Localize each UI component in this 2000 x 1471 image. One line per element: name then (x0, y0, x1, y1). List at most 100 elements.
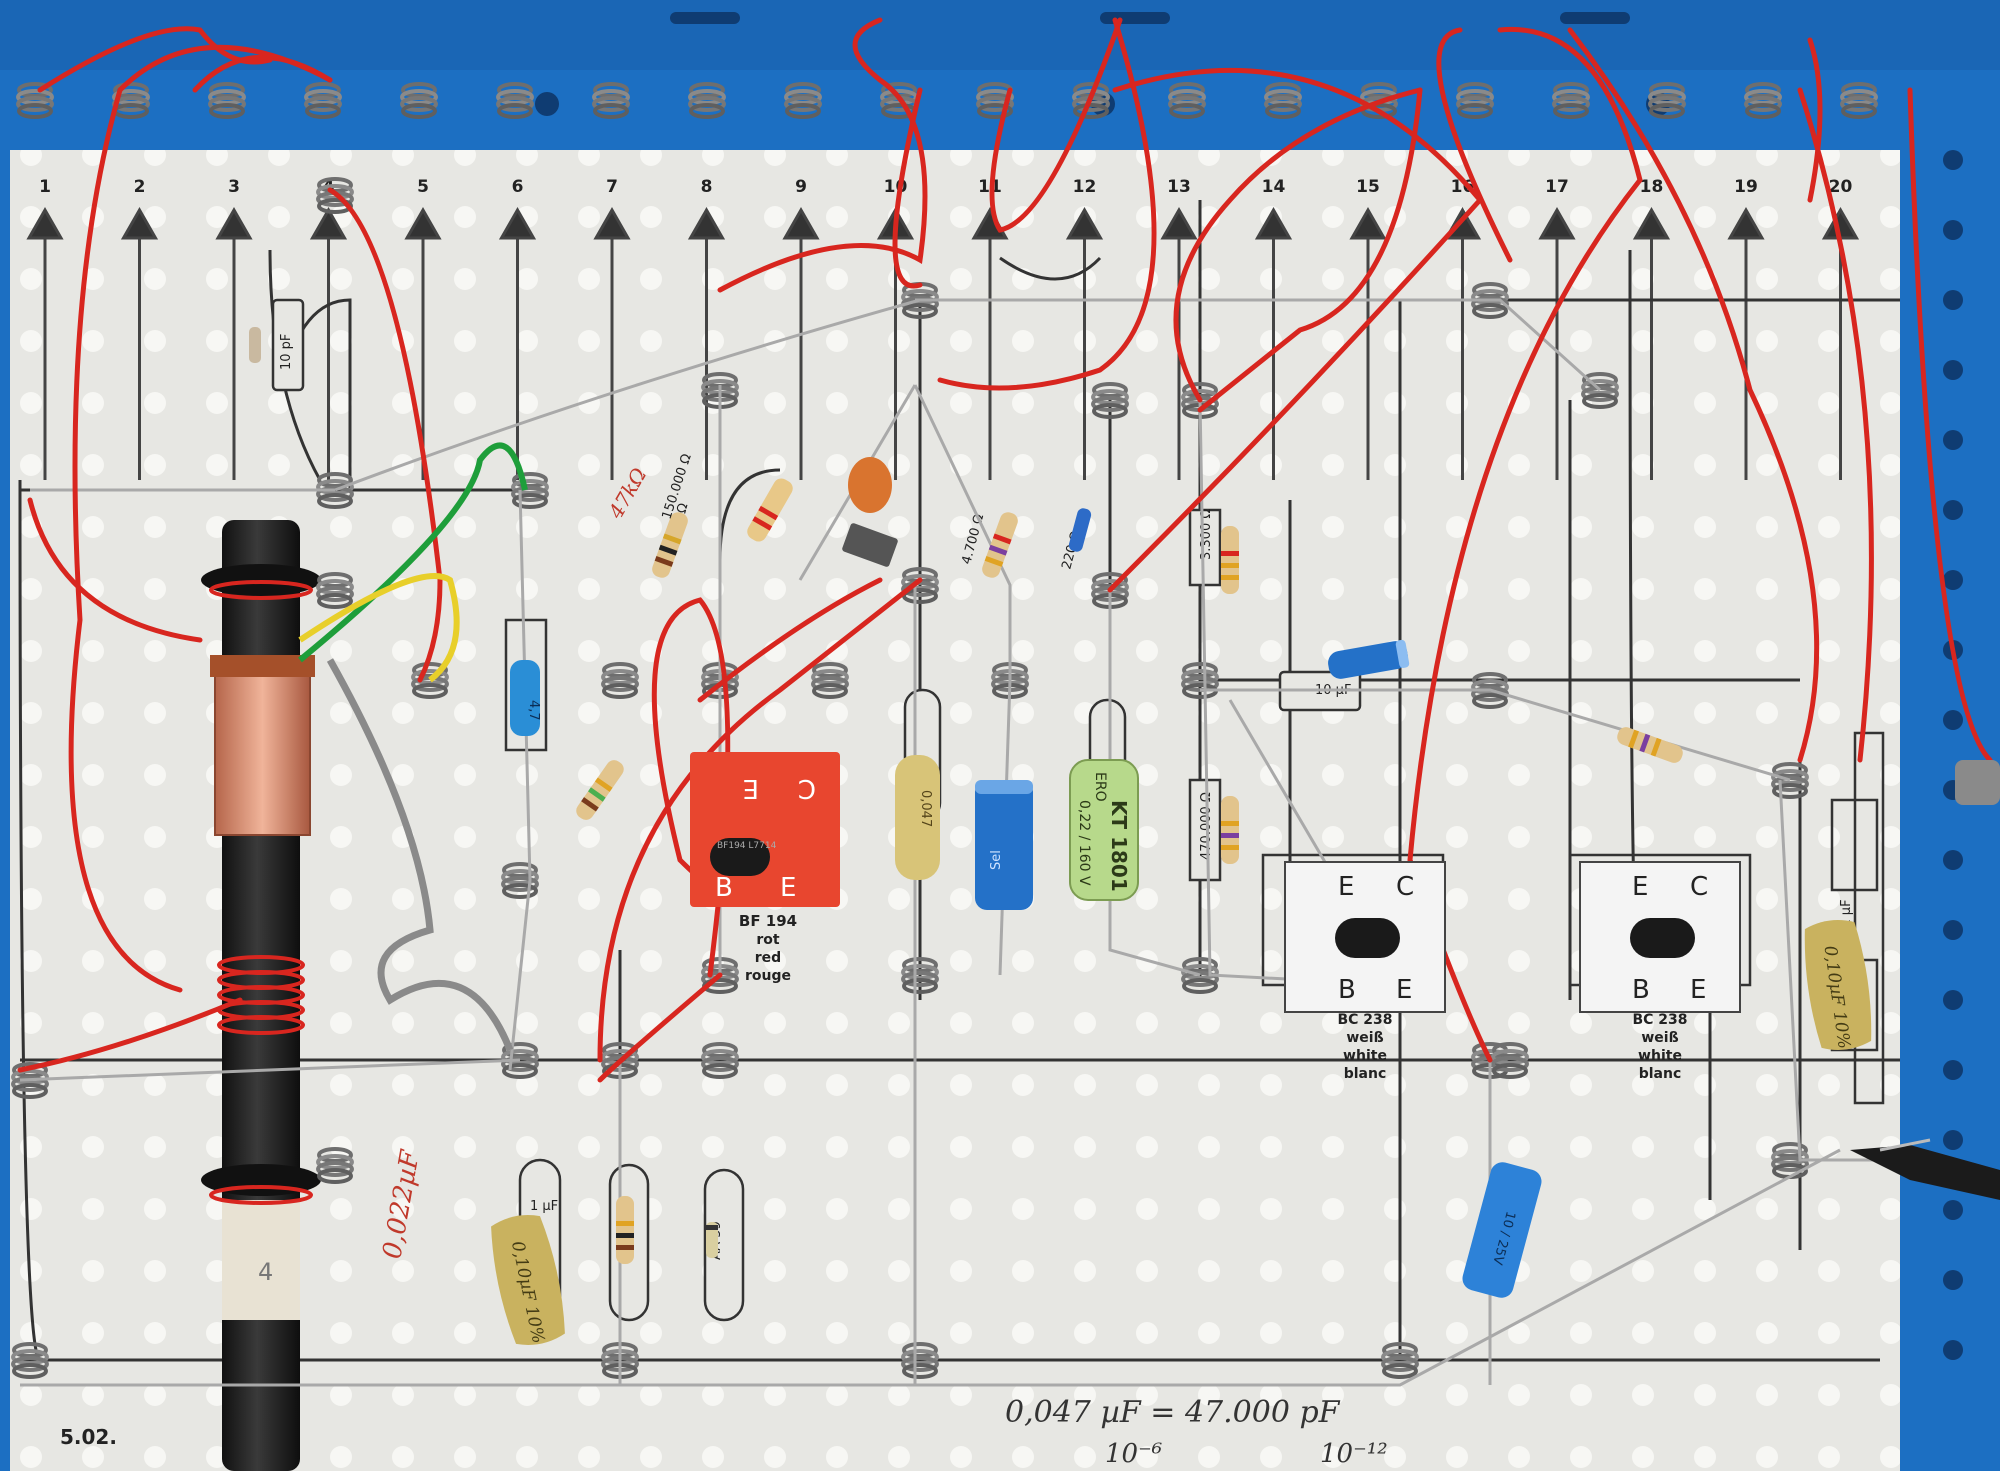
label-1uf: 1 µF (530, 1199, 558, 1214)
resistors: 150.000 Ω (249, 327, 1683, 1264)
resistor-beige (747, 478, 793, 542)
svg-text:E: E (1632, 872, 1648, 902)
svg-text:BF194 L7714: BF194 L7714 (717, 841, 777, 851)
column-labels: 1234567891011121314151617181920 (39, 177, 1852, 197)
svg-text:E: E (1396, 975, 1412, 1005)
cap-4u7-blue-small: 4,7 (510, 660, 541, 736)
column-arrow (593, 206, 631, 240)
column-label: 3 (228, 177, 240, 197)
column-arrow (782, 206, 820, 240)
resistor-100k (652, 512, 688, 578)
column-arrow (120, 206, 159, 240)
transistor-bc238-right: E C B E BC 238 weiß white blanc (1579, 861, 1741, 1082)
column-label: 20 (1829, 177, 1853, 197)
column-label: 18 (1640, 177, 1664, 197)
cap-electrolytic-blue-10uf (1328, 639, 1410, 679)
svg-text:B: B (715, 873, 733, 903)
svg-text:C: C (1396, 872, 1414, 902)
column-arrow (498, 206, 537, 240)
svg-text:4: 4 (258, 1258, 273, 1286)
sheet-number: 5.02. (60, 1425, 117, 1449)
svg-text:B: B (1338, 975, 1356, 1005)
alligator-clip (1850, 1138, 2000, 1200)
column-arrow (1349, 206, 1387, 240)
column-arrow (687, 206, 726, 240)
svg-text:E: E (1338, 872, 1354, 902)
ferrite-rod-antenna: 4 (201, 520, 321, 1471)
yellow-wire (298, 573, 460, 683)
svg-text:E: E (780, 873, 796, 903)
resistor-47000 (1617, 727, 1683, 763)
svg-text:KT 1801: KT 1801 (1107, 800, 1131, 892)
diode-aa59 (706, 1222, 718, 1258)
svg-text:E: E (743, 773, 759, 803)
column-label: 19 (1734, 177, 1758, 197)
rf-coil-orange (842, 457, 898, 567)
resistor-220 (1068, 508, 1092, 552)
column-label: 16 (1451, 177, 1475, 197)
column-label: 2 (134, 177, 146, 197)
resistor-10pf-small (249, 327, 261, 363)
svg-text:C: C (1690, 872, 1708, 902)
copper-coil (214, 659, 311, 836)
column-arrow (1065, 206, 1104, 240)
column-arrow (1727, 206, 1765, 240)
svg-text:C: C (798, 773, 816, 803)
handwriting-exp-micro: 10⁻⁶ (1105, 1439, 1162, 1469)
cap-yellow-right: 0,10µF 10% (1804, 920, 1872, 1050)
svg-text:0,22 / 160 V: 0,22 / 160 V (1076, 800, 1092, 886)
column-arrow (215, 206, 253, 240)
resistor-3300 (1221, 526, 1239, 594)
cap-film-yellow-mid: 0,047 (895, 755, 940, 880)
svg-text:blanc: blanc (1639, 1066, 1682, 1082)
red-coil (209, 580, 313, 1205)
svg-text:white: white (1343, 1048, 1387, 1064)
resistor-4700 (982, 512, 1018, 578)
column-label: 9 (795, 177, 807, 197)
svg-text:Sel: Sel (989, 850, 1004, 870)
svg-text:B: B (1632, 975, 1650, 1005)
svg-text:BC 238: BC 238 (1632, 1012, 1687, 1028)
svg-text:blanc: blanc (1344, 1066, 1387, 1082)
column-label: 17 (1545, 177, 1569, 197)
gray-wire (326, 658, 514, 1052)
svg-text:BF 194: BF 194 (739, 912, 797, 930)
svg-text:E: E (1690, 975, 1706, 1005)
column-label: 6 (512, 177, 524, 197)
column-label: 5 (417, 177, 429, 197)
cap-electrolytic-blue-mid: Sel (975, 780, 1033, 910)
cap-yellow-left: 0,10µF 10% (491, 1215, 565, 1345)
resistor-bottom (616, 1196, 634, 1264)
column-label: 8 (701, 177, 713, 197)
column-arrow (26, 206, 64, 240)
column-arrow (1160, 206, 1198, 240)
handwriting-formula: 0,047 µF = 47.000 pF (1005, 1395, 1341, 1430)
column-label: 13 (1167, 177, 1191, 197)
svg-text:0,047: 0,047 (918, 790, 933, 827)
svg-text:rot: rot (756, 932, 780, 948)
svg-text:weiß: weiß (1641, 1030, 1678, 1046)
column-label: 15 (1356, 177, 1380, 197)
svg-text:white: white (1638, 1048, 1682, 1064)
column-arrow (309, 206, 348, 240)
column-label: 12 (1073, 177, 1097, 197)
column-arrow (1632, 206, 1671, 240)
svg-text:4,7: 4,7 (526, 700, 541, 721)
cap-green-kt1801: ERO KT 1801 0,22 / 160 V (1069, 759, 1139, 901)
svg-text:BC 238: BC 238 (1337, 1012, 1392, 1028)
column-label: 7 (606, 177, 618, 197)
svg-text:ERO: ERO (1092, 772, 1108, 802)
resistor-470000 (1221, 796, 1239, 864)
transistor-bc238-middle: E C B E BC 238 weiß white blanc (1284, 861, 1446, 1082)
handwriting-exp-pico: 10⁻¹² (1320, 1439, 1388, 1469)
svg-text:weiß: weiß (1346, 1030, 1383, 1046)
right-edge-connector (1955, 760, 2000, 805)
cap-electrolytic-blue-bottom: 10 / 25V (1462, 1162, 1542, 1298)
resistor-150000 (576, 760, 624, 820)
capacitors: 4,7 0,047 Sel ERO KT 1801 0,22 / 160 V 1… (491, 457, 1872, 1345)
column-arrow (1254, 206, 1293, 240)
column-guides (26, 206, 1860, 480)
column-arrow (1538, 206, 1576, 240)
